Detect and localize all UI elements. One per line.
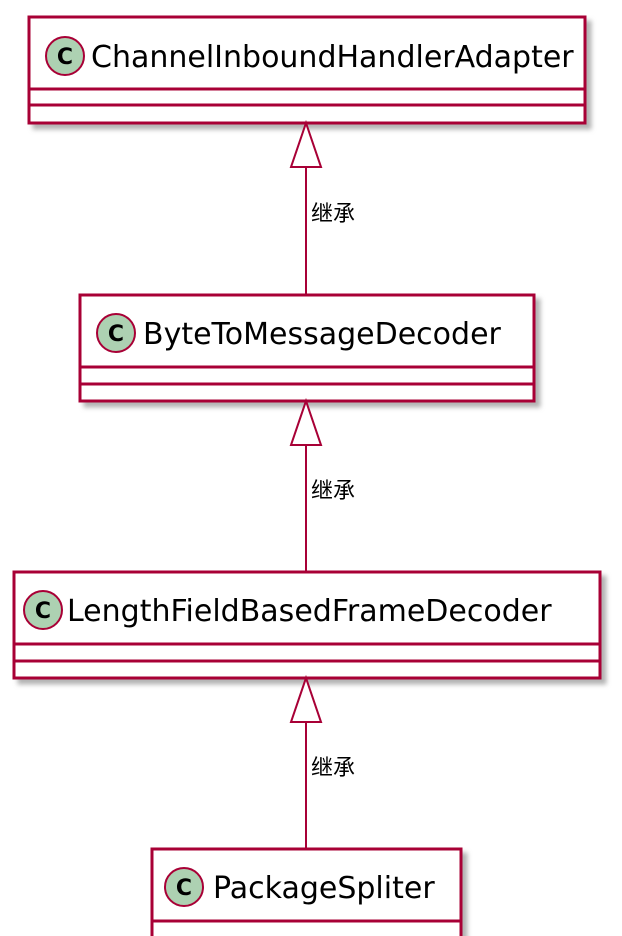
class-stereotype-letter: C — [176, 876, 192, 901]
class-name: LengthFieldBasedFrameDecoder — [67, 594, 552, 629]
class-stereotype-letter: C — [35, 599, 51, 624]
edge-label: 继承 — [311, 479, 355, 504]
inheritance-arrowhead-icon — [289, 674, 323, 723]
inheritance-edge: 继承 — [289, 674, 355, 849]
edge-label: 继承 — [311, 756, 355, 781]
class-box-length-field-based-frame-decoder[interactable]: C LengthFieldBasedFrameDecoder — [12, 570, 602, 680]
class-stereotype-icon — [23, 590, 63, 630]
class-stereotype-letter: C — [108, 322, 124, 347]
class-box-channel-inbound-handler-adapter[interactable]: C ChannelInboundHandlerAdapter — [27, 15, 587, 125]
class-box-byte-to-message-decoder[interactable]: C ByteToMessageDecoder — [78, 293, 536, 403]
class-stereotype-icon — [45, 36, 85, 76]
class-name: ChannelInboundHandlerAdapter — [91, 40, 574, 75]
class-box-package-spliter[interactable]: C PackageSpliter — [150, 847, 463, 936]
class-stereotype-icon — [96, 313, 136, 353]
class-name: ByteToMessageDecoder — [143, 317, 502, 352]
inheritance-edge: 继承 — [289, 397, 355, 572]
class-stereotype-letter: C — [57, 45, 73, 70]
class-stereotype-icon — [164, 867, 204, 907]
inheritance-arrowhead-icon — [289, 397, 323, 446]
class-name: PackageSpliter — [213, 871, 435, 906]
edge-label: 继承 — [311, 202, 355, 227]
inheritance-edge: 继承 — [289, 119, 355, 295]
inheritance-arrowhead-icon — [289, 119, 323, 168]
